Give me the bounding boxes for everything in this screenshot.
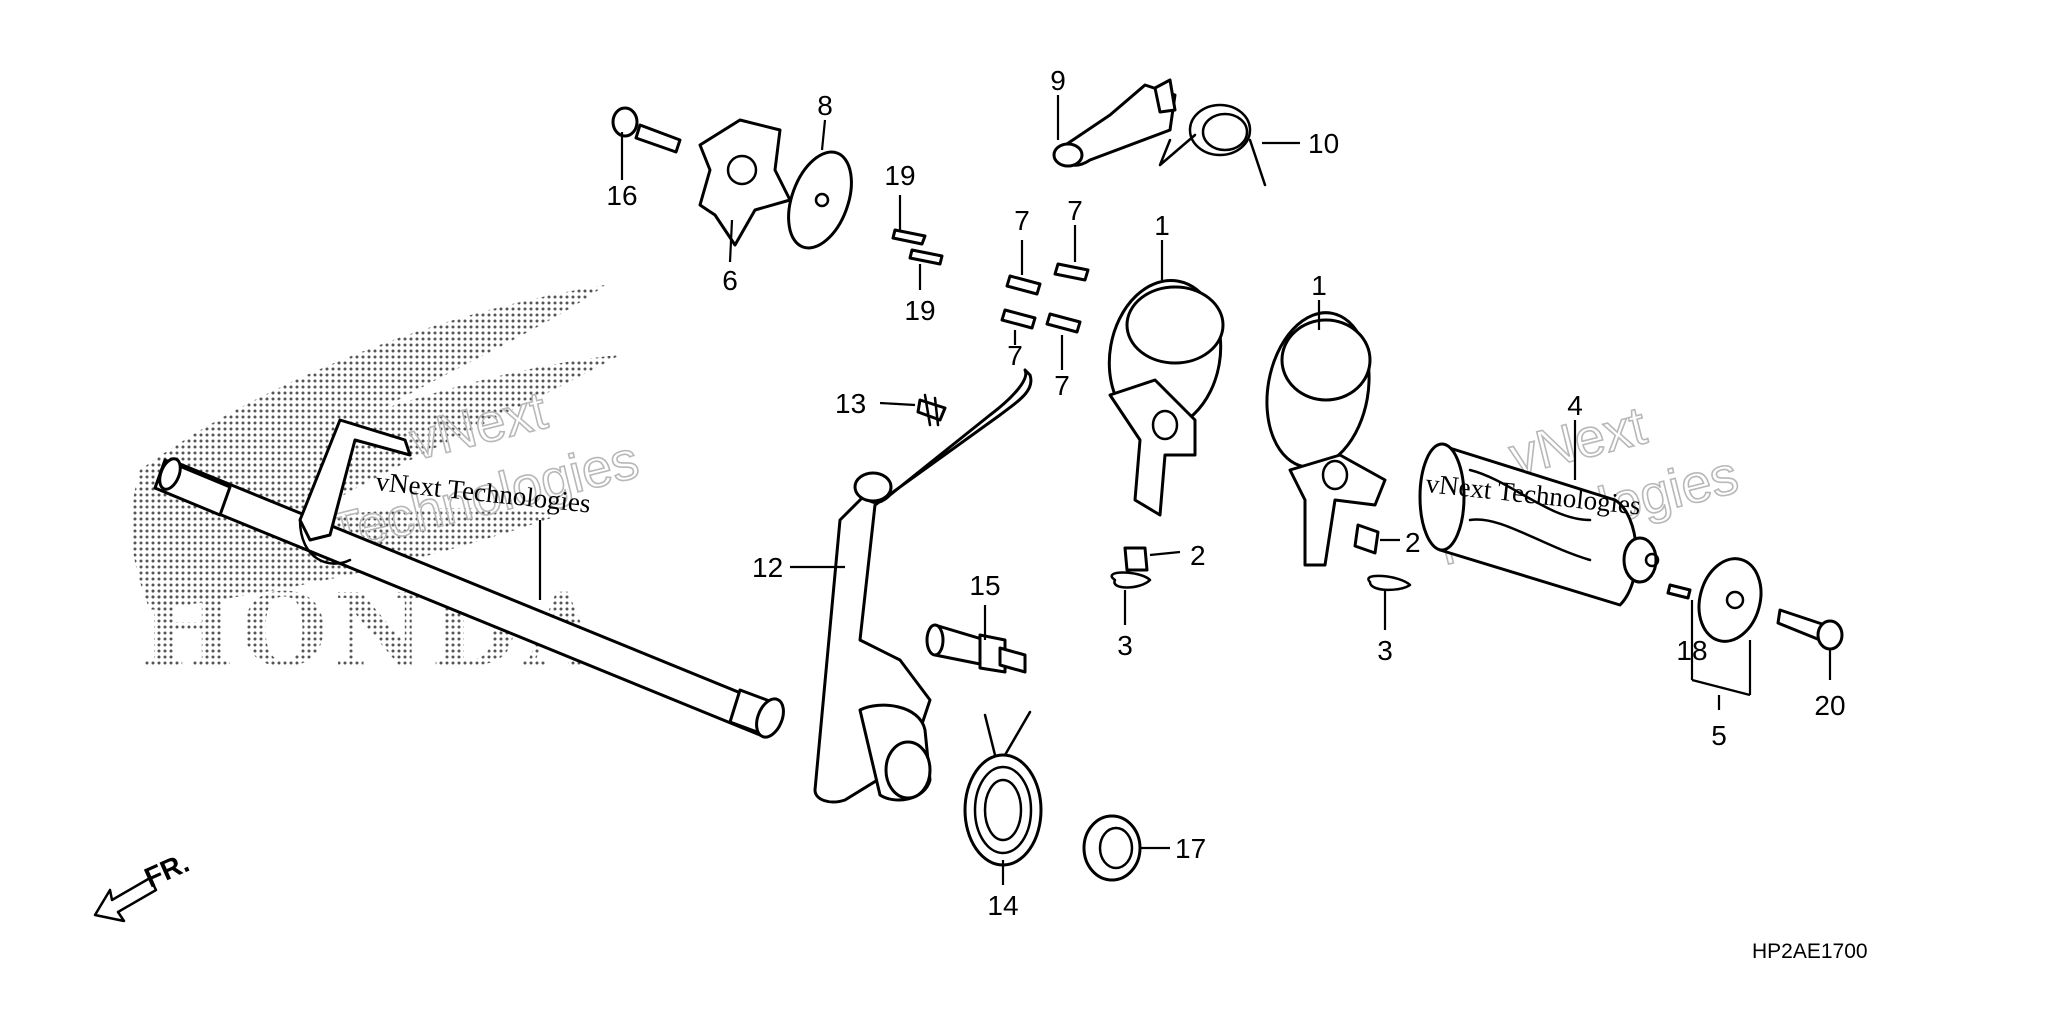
callout-12: 12 — [752, 552, 783, 583]
callout-7-b: 7 — [1067, 195, 1083, 226]
callout-19-bottom: 19 — [904, 295, 935, 326]
cotter-clip-left — [1110, 571, 1152, 589]
callout-7-c: 7 — [1007, 340, 1023, 371]
callout-17: 17 — [1175, 833, 1206, 864]
dowel-pins-19 — [891, 228, 944, 266]
socket-bolt-16 — [611, 106, 682, 154]
callout-1-fork-right: 1 — [1311, 270, 1327, 301]
drum-stopper-arm — [1052, 78, 1177, 168]
drum-pin-18 — [1666, 583, 1692, 600]
callout-20: 20 — [1814, 690, 1845, 721]
callout-2-left: 2 — [1190, 540, 1206, 571]
shift-drum — [1418, 442, 1660, 607]
diagram-code: HP2AE1700 — [1752, 940, 1868, 963]
drum-plate — [787, 150, 853, 250]
drum-stopper-pin — [916, 393, 947, 427]
stopper-bolt — [925, 623, 1027, 674]
callout-15: 15 — [969, 570, 1000, 601]
callout-14: 14 — [987, 890, 1018, 921]
shift-fork-right — [1265, 311, 1387, 567]
fork-pins-7 — [1000, 262, 1090, 334]
callout-9: 9 — [1050, 65, 1066, 96]
callout-labels: 1 1 2 2 3 3 4 5 6 7 7 7 7 7 7 8 9 10 12 … — [606, 65, 1845, 921]
callout-3-right: 3 — [1377, 635, 1393, 666]
callout-13: 13 — [835, 388, 866, 419]
callout-3-left: 3 — [1117, 630, 1133, 661]
shift-drum-star — [698, 118, 792, 247]
callout-7-d: 7 — [1054, 370, 1070, 401]
callout-6: 6 — [722, 265, 738, 296]
cotter-clip-right — [1367, 574, 1412, 592]
callout-8: 8 — [817, 90, 833, 121]
callout-16: 16 — [606, 180, 637, 211]
drum-center-plate — [1697, 557, 1763, 643]
guide-pin-left — [1123, 546, 1149, 572]
stopper-arm-spring — [1158, 103, 1267, 187]
callout-1-fork-left: 1 — [1154, 210, 1170, 241]
callout-5: 5 — [1711, 720, 1727, 751]
callout-7-a: 7 — [1014, 205, 1030, 236]
gearshift-spindle — [153, 418, 785, 739]
callout-4: 4 — [1567, 390, 1583, 421]
gearshift-arm — [813, 368, 1033, 804]
oil-seal — [1082, 814, 1142, 882]
callout-19-top: 19 — [884, 160, 915, 191]
socket-bolt-20 — [1776, 608, 1844, 651]
callout-10: 10 — [1308, 128, 1339, 159]
return-spring — [963, 710, 1043, 867]
front-direction-indicator: FR. — [93, 847, 194, 923]
callout-2-right: 2 — [1405, 527, 1421, 558]
callout-18: 18 — [1676, 635, 1707, 666]
guide-pin-right — [1353, 523, 1380, 555]
shift-fork-left — [1107, 279, 1225, 517]
leader-lines — [538, 95, 1832, 885]
arrow-down-left-icon — [93, 876, 158, 923]
